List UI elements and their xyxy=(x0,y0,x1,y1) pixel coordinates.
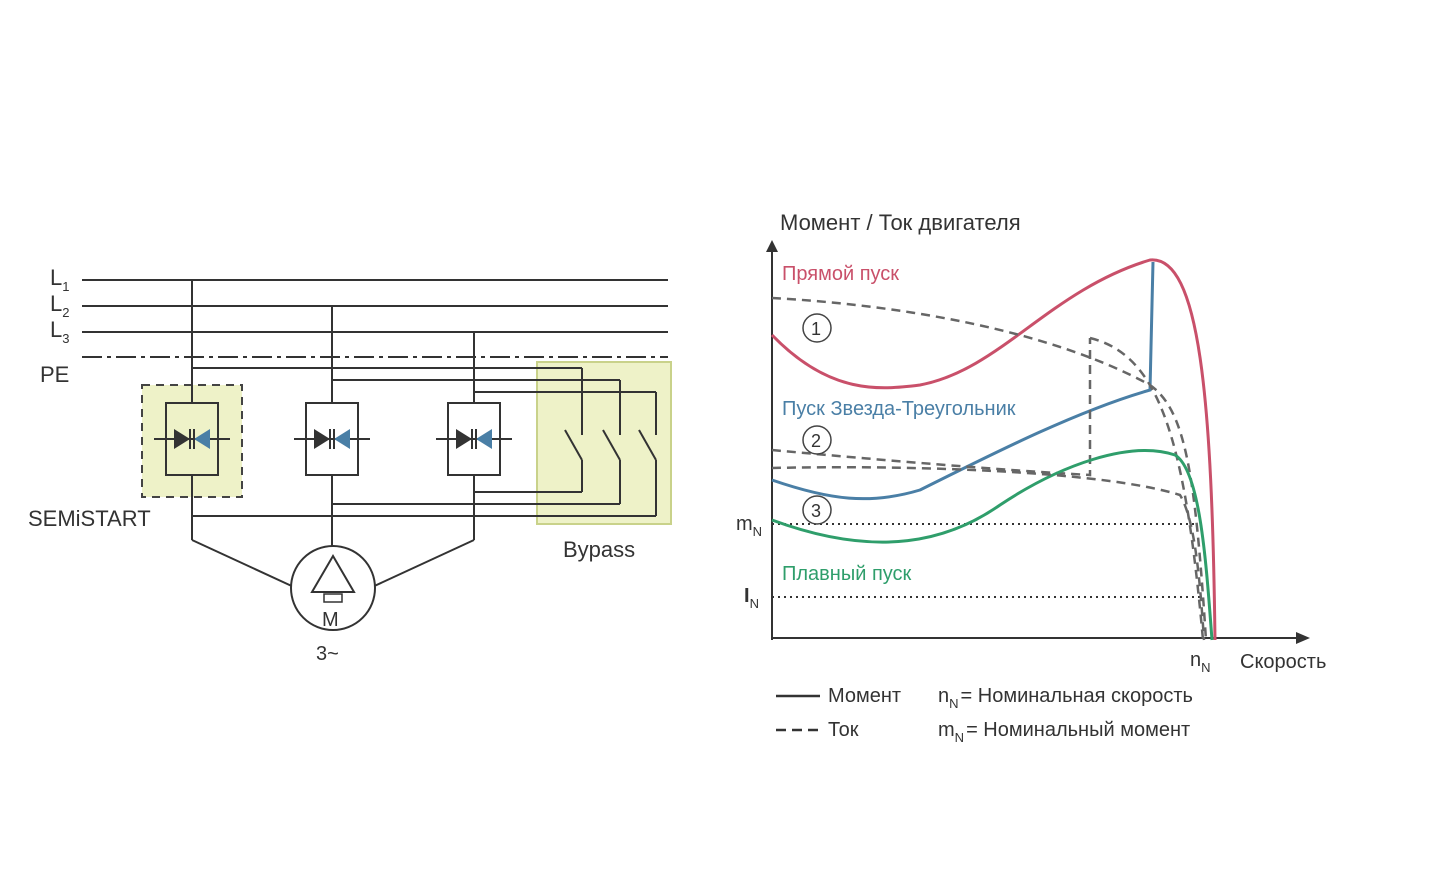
motor-delta-winding xyxy=(310,554,356,593)
current-curve-soft-start xyxy=(771,465,1206,641)
curve-direct-start xyxy=(770,258,1217,641)
curve-number-markers: 1 2 3 xyxy=(802,313,832,525)
label-soft-start: Плавный пуск xyxy=(782,563,912,585)
x-axis-arrow xyxy=(1296,632,1310,644)
bypass-label: Bypass xyxy=(563,537,635,562)
bypass-highlight xyxy=(536,361,672,525)
torque-curve-star-delta xyxy=(771,261,1155,501)
x-axis-label: Скорость xyxy=(1240,651,1326,673)
legend-mn-definition: mN= Номинальный момент xyxy=(938,719,1190,745)
circuit-diagram: L1 L2 L3 PE xyxy=(28,265,672,665)
curve-soft-start xyxy=(771,449,1214,641)
marker-2: 2 xyxy=(811,431,821,451)
axes xyxy=(766,240,1310,644)
y-axis-arrow xyxy=(766,240,778,252)
thyristor-module-2 xyxy=(293,402,371,476)
legend-dashed-label: Ток xyxy=(828,719,859,741)
legend-solid-label: Момент xyxy=(828,685,901,707)
label-l2: L2 xyxy=(50,291,69,320)
highlight-boxes xyxy=(141,361,672,525)
torque-curve-soft-start xyxy=(771,449,1214,641)
axis-ticks: mN IN nN Скорость xyxy=(736,513,1326,675)
motor-circle xyxy=(290,545,376,631)
label-l3: L3 xyxy=(50,317,69,346)
reference-lines xyxy=(772,523,1200,598)
legend: Момент Ток nN= Номинальная скорость mN= … xyxy=(776,685,1193,745)
label-direct-start: Прямой пуск xyxy=(782,263,899,285)
label-l1: L1 xyxy=(50,265,69,294)
thyristor-module-3 xyxy=(435,402,513,476)
current-curve-star-delta-tail xyxy=(1089,336,1205,641)
semistart-label: SEMiSTART xyxy=(28,506,151,531)
y-tick-in: IN xyxy=(744,585,759,611)
motor-phase-label: 3~ xyxy=(316,643,339,665)
line-labels: L1 L2 L3 PE xyxy=(40,265,69,387)
marker-1: 1 xyxy=(811,319,821,339)
y-tick-mn: mN xyxy=(736,513,762,539)
curve-labels: Прямой пуск Пуск Звезда-Треугольник Плав… xyxy=(782,263,1016,585)
label-pe: PE xyxy=(40,362,69,387)
wiring xyxy=(191,280,657,589)
torque-curve-direct xyxy=(770,258,1217,641)
y-axis-title: Момент / Ток двигателя xyxy=(780,210,1021,235)
motor-label: M xyxy=(322,609,339,631)
legend-nn-definition: nN= Номинальная скорость xyxy=(938,685,1193,711)
label-star-delta: Пуск Звезда-Треугольник xyxy=(782,398,1016,420)
current-curve-direct xyxy=(771,296,1208,641)
marker-3: 3 xyxy=(811,501,821,521)
supply-lines xyxy=(82,279,668,358)
torque-current-graph: Момент / Ток двигателя Прям xyxy=(736,210,1326,745)
motor: M 3~ xyxy=(290,545,376,665)
x-tick-nn: nN xyxy=(1190,649,1211,675)
